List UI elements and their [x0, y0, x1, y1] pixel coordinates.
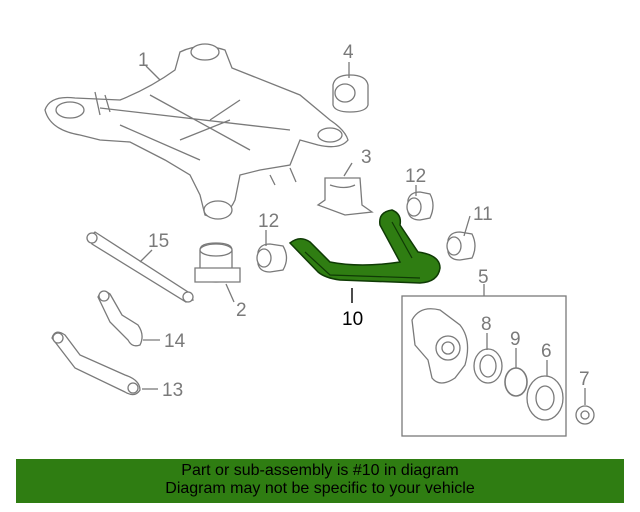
part-9-snap-ring[interactable] — [504, 367, 528, 397]
callout-labels: 1 4 3 12 12 11 15 2 5 10 8 9 6 7 14 13 — [138, 42, 590, 401]
info-banner: Part or sub-assembly is #10 in diagram D… — [16, 459, 624, 503]
part-14-link[interactable] — [97, 290, 143, 347]
callout-12-upper: 12 — [405, 166, 426, 187]
part-5-knuckle-assembly[interactable] — [401, 295, 567, 437]
part-8-bearing[interactable] — [473, 348, 503, 384]
callout-14: 14 — [164, 331, 186, 352]
part-15-link[interactable] — [86, 231, 195, 303]
callout-7: 7 — [579, 369, 590, 390]
callout-15: 15 — [148, 231, 169, 252]
callout-6: 6 — [541, 341, 552, 362]
parts-diagram: 1 4 3 12 12 11 15 2 5 10 8 9 6 7 14 13 — [44, 42, 595, 437]
part-2-mount[interactable] — [194, 242, 241, 283]
part-3-bushing[interactable] — [316, 177, 374, 216]
part-10-control-arm[interactable] — [288, 209, 441, 284]
banner-line-2: Diagram may not be specific to your vehi… — [165, 480, 475, 497]
callout-13: 13 — [162, 380, 183, 401]
callout-11: 11 — [473, 204, 493, 225]
callout-8: 8 — [481, 314, 492, 335]
part-7-nut[interactable] — [575, 405, 595, 425]
part-12-bushing-lower[interactable] — [256, 243, 288, 273]
callout-3: 3 — [361, 147, 372, 168]
callout-1: 1 — [138, 50, 149, 71]
callout-5: 5 — [478, 267, 489, 288]
callout-10: 10 — [342, 309, 363, 330]
part-4-bushing[interactable] — [332, 74, 369, 113]
part-1-subframe[interactable] — [44, 43, 349, 220]
callout-12-lower: 12 — [258, 211, 279, 232]
callout-2: 2 — [236, 300, 247, 321]
part-11-bushing[interactable] — [446, 231, 476, 261]
banner-line-1: Part or sub-assembly is #10 in diagram — [181, 462, 459, 479]
callout-4: 4 — [343, 42, 354, 63]
callout-9: 9 — [510, 329, 521, 350]
part-6-hub[interactable] — [526, 375, 564, 421]
part-13-link[interactable] — [51, 331, 141, 396]
leader-lines — [139, 62, 586, 405]
part-12-bushing-upper[interactable] — [406, 191, 434, 221]
